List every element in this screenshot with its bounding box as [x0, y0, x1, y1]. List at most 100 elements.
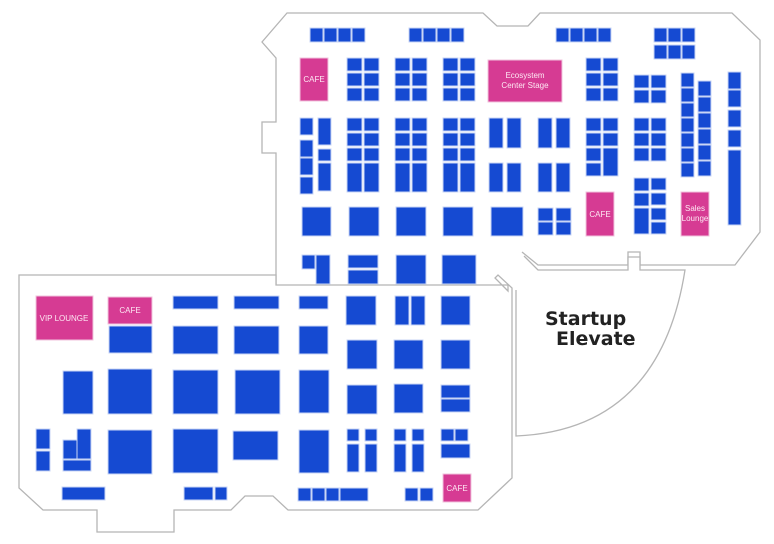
booth[interactable]: [301, 206, 332, 237]
booth[interactable]: [299, 176, 314, 195]
booth[interactable]: [459, 147, 476, 162]
booth[interactable]: [650, 192, 667, 206]
booth[interactable]: [555, 207, 572, 222]
booth[interactable]: [62, 439, 78, 460]
cafe-left[interactable]: CAFE: [107, 296, 153, 325]
booth[interactable]: [602, 72, 619, 87]
booth[interactable]: [727, 109, 742, 128]
booth[interactable]: [35, 428, 51, 450]
booth[interactable]: [364, 428, 378, 442]
booth[interactable]: [107, 429, 153, 475]
booth[interactable]: [172, 325, 219, 355]
booth[interactable]: [62, 370, 94, 415]
booth[interactable]: [680, 102, 695, 118]
booth[interactable]: [442, 117, 459, 132]
booth[interactable]: [317, 117, 332, 146]
booth[interactable]: [299, 117, 314, 136]
sales-lounge[interactable]: Sales Lounge: [680, 191, 710, 237]
booth[interactable]: [537, 221, 554, 236]
vip-lounge[interactable]: VIP LOUNGE: [35, 295, 94, 341]
booth[interactable]: [680, 132, 695, 148]
booth[interactable]: [727, 129, 742, 148]
booth[interactable]: [569, 27, 584, 43]
booth[interactable]: [393, 339, 424, 370]
booth[interactable]: [537, 117, 553, 149]
booth[interactable]: [317, 162, 332, 192]
booth[interactable]: [633, 74, 650, 89]
booth[interactable]: [394, 57, 411, 72]
booth[interactable]: [454, 428, 469, 442]
booth[interactable]: [537, 207, 554, 222]
booth[interactable]: [633, 117, 650, 132]
booth[interactable]: [488, 117, 504, 149]
booth[interactable]: [459, 57, 476, 72]
cafe-top[interactable]: CAFE: [299, 57, 329, 102]
booth[interactable]: [633, 192, 650, 207]
booth[interactable]: [442, 147, 459, 162]
booth[interactable]: [681, 44, 696, 60]
booth[interactable]: [394, 117, 411, 132]
booth[interactable]: [459, 87, 476, 102]
booth[interactable]: [585, 72, 602, 87]
booth[interactable]: [727, 89, 742, 108]
booth[interactable]: [393, 383, 424, 414]
booth[interactable]: [411, 162, 428, 193]
booth[interactable]: [393, 443, 407, 473]
booth[interactable]: [602, 147, 619, 177]
booth[interactable]: [394, 87, 411, 102]
booth[interactable]: [602, 87, 619, 102]
booth[interactable]: [394, 147, 411, 162]
booth[interactable]: [214, 486, 228, 501]
booth[interactable]: [555, 27, 570, 43]
booth[interactable]: [325, 487, 340, 502]
booth[interactable]: [323, 27, 338, 43]
booth[interactable]: [348, 206, 380, 237]
booth[interactable]: [633, 89, 650, 104]
booth[interactable]: [172, 428, 219, 474]
booth[interactable]: [311, 487, 326, 502]
booth[interactable]: [459, 72, 476, 87]
cafe-bottom[interactable]: CAFE: [442, 473, 472, 503]
booth[interactable]: [108, 325, 153, 354]
booth[interactable]: [555, 221, 572, 236]
booth[interactable]: [233, 295, 280, 310]
booth[interactable]: [172, 295, 219, 310]
booth[interactable]: [408, 27, 423, 43]
booth[interactable]: [339, 487, 369, 502]
booth[interactable]: [680, 87, 695, 103]
booth[interactable]: [61, 486, 106, 501]
booth[interactable]: [681, 27, 696, 43]
booth[interactable]: [346, 57, 363, 72]
booth[interactable]: [297, 487, 312, 502]
booth[interactable]: [346, 132, 363, 147]
booth[interactable]: [440, 398, 471, 413]
booth[interactable]: [422, 27, 437, 43]
booth[interactable]: [346, 339, 378, 370]
booth[interactable]: [585, 117, 602, 132]
booth[interactable]: [411, 443, 425, 473]
booth[interactable]: [442, 132, 459, 147]
booth[interactable]: [650, 177, 667, 191]
booth[interactable]: [555, 117, 571, 149]
booth[interactable]: [76, 428, 92, 460]
booth[interactable]: [394, 72, 411, 87]
booth[interactable]: [506, 162, 522, 193]
ecosystem-center-stage[interactable]: Ecosystem Center Stage: [487, 59, 563, 103]
booth[interactable]: [585, 87, 602, 102]
booth[interactable]: [459, 117, 476, 132]
booth[interactable]: [419, 487, 434, 502]
booth[interactable]: [537, 162, 553, 193]
booth[interactable]: [650, 207, 667, 221]
booth[interactable]: [680, 162, 695, 178]
booth[interactable]: [404, 487, 419, 502]
booth[interactable]: [440, 428, 455, 442]
booth[interactable]: [697, 128, 712, 145]
booth[interactable]: [395, 254, 427, 285]
booth[interactable]: [585, 132, 602, 147]
booth[interactable]: [440, 384, 471, 399]
booth[interactable]: [346, 162, 363, 193]
booth[interactable]: [346, 384, 378, 415]
booth[interactable]: [602, 117, 619, 132]
booth[interactable]: [633, 207, 650, 235]
booth[interactable]: [394, 162, 411, 193]
